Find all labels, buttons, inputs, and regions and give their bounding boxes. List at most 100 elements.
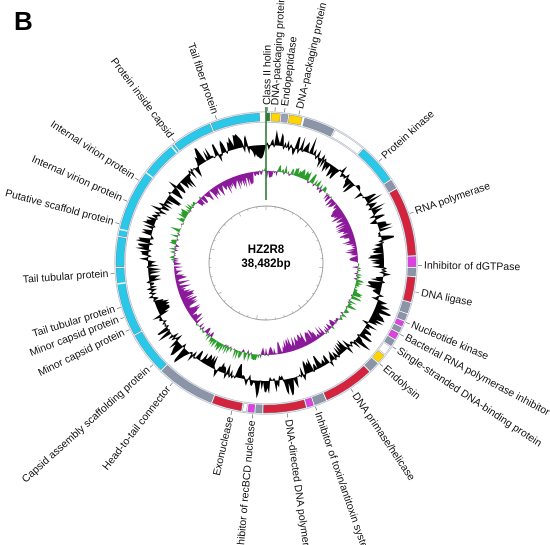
scale-tick xyxy=(218,231,221,234)
scale-tick xyxy=(247,314,249,318)
label-leader xyxy=(400,334,404,337)
scale-tick xyxy=(283,208,285,212)
scale-tick xyxy=(213,239,216,242)
gene-label: DNA ligase xyxy=(420,287,473,309)
label-leader xyxy=(149,364,154,368)
label-leader xyxy=(169,382,173,387)
gene-arc xyxy=(270,112,281,122)
gene-arc xyxy=(388,329,399,340)
gene-label: Protein inside capsid xyxy=(108,56,176,141)
gene-label: Class II holin xyxy=(261,45,274,105)
gene-arc xyxy=(161,364,215,403)
gene-arc xyxy=(211,395,243,412)
scale-tick xyxy=(291,311,294,314)
gene-boundary xyxy=(145,172,154,179)
scale-tick xyxy=(223,224,226,226)
gene-arc xyxy=(364,357,378,372)
label-leader xyxy=(123,199,128,202)
scale-tick xyxy=(316,284,319,287)
label-leader xyxy=(214,115,217,120)
scale-tick xyxy=(316,239,319,242)
gene-arc xyxy=(323,365,370,401)
gene-arc xyxy=(242,403,248,412)
gene-arc xyxy=(389,188,417,256)
label-leader xyxy=(125,329,130,332)
gene-arc xyxy=(134,331,167,371)
scale-tick xyxy=(218,291,222,295)
genome-name: HZ2R8 xyxy=(248,244,285,256)
gene-label: DNA-packaging protein xyxy=(294,1,329,110)
scale-tick xyxy=(256,315,258,320)
gene-arc xyxy=(391,323,402,333)
gene-arc xyxy=(280,113,289,123)
gene-arc xyxy=(331,129,363,155)
label-leader xyxy=(378,158,383,162)
gene-arc xyxy=(118,144,179,238)
gene-label: Tail fiber protein xyxy=(185,41,221,115)
label-leader xyxy=(392,346,397,350)
label-leader xyxy=(116,307,121,309)
label-leader xyxy=(405,322,410,325)
label-leader xyxy=(315,406,318,411)
gene-arc xyxy=(210,112,261,132)
scale-tick xyxy=(238,311,241,314)
label-leader xyxy=(135,177,139,181)
gene-arc xyxy=(399,300,411,314)
gene-arc xyxy=(357,148,391,184)
position-scale-ring xyxy=(208,107,324,321)
gene-arc xyxy=(378,342,391,355)
gene-label: Inhibitor of toxin/antitoxin system xyxy=(312,410,373,545)
gene-track xyxy=(115,112,417,414)
scale-tick xyxy=(213,284,216,287)
gene-arc xyxy=(384,335,395,347)
scale-tick xyxy=(230,306,233,309)
genome-length: 38,482bp xyxy=(241,258,290,270)
label-leader xyxy=(171,138,175,142)
gene-label: Inhibitor of recBCD nuclease xyxy=(234,420,258,545)
label-leader xyxy=(415,291,420,294)
gene-arc xyxy=(115,236,127,268)
gene-arc xyxy=(407,256,417,268)
scale-tick xyxy=(283,314,285,318)
gene-label: RNA polymerase xyxy=(413,180,492,217)
gene-arc xyxy=(311,392,327,406)
gene-label: Inhibitor of dGTPase xyxy=(424,260,521,274)
gene-label: DNA primase/helicase xyxy=(350,391,418,483)
scale-tick xyxy=(298,304,302,309)
gene-arc xyxy=(263,399,307,414)
scale-tick xyxy=(223,300,226,302)
label-leader xyxy=(120,317,125,320)
gene-arc xyxy=(287,114,303,126)
scale-tick xyxy=(299,217,302,220)
gene-arc xyxy=(247,403,256,413)
scale-tick xyxy=(238,212,242,217)
label-leader xyxy=(350,388,354,393)
label-leader xyxy=(230,411,233,416)
scale-tick xyxy=(311,292,314,295)
panel-letter: B xyxy=(14,6,33,36)
gene-label: Protein kinase xyxy=(379,108,437,162)
gene-label: Exonuclease xyxy=(211,415,236,476)
label-leader xyxy=(379,363,384,367)
gene-arc xyxy=(115,267,142,335)
gene-boundary xyxy=(117,282,126,285)
gene-arc xyxy=(384,179,397,193)
gene-boundary xyxy=(119,228,128,232)
scale-tick xyxy=(311,231,314,234)
scale-tick xyxy=(291,212,294,215)
gene-arc xyxy=(304,397,314,408)
gene-arc xyxy=(394,318,405,327)
gene-arc xyxy=(402,276,416,303)
scale-tick xyxy=(230,217,233,220)
scale-tick xyxy=(304,224,309,228)
label-leader xyxy=(286,413,289,418)
scale-tick xyxy=(247,208,249,212)
label-leader xyxy=(115,222,120,224)
gene-boundary xyxy=(171,145,178,154)
gene-arc xyxy=(255,404,263,414)
gene-arc xyxy=(372,350,385,363)
gene-arc xyxy=(302,117,335,137)
